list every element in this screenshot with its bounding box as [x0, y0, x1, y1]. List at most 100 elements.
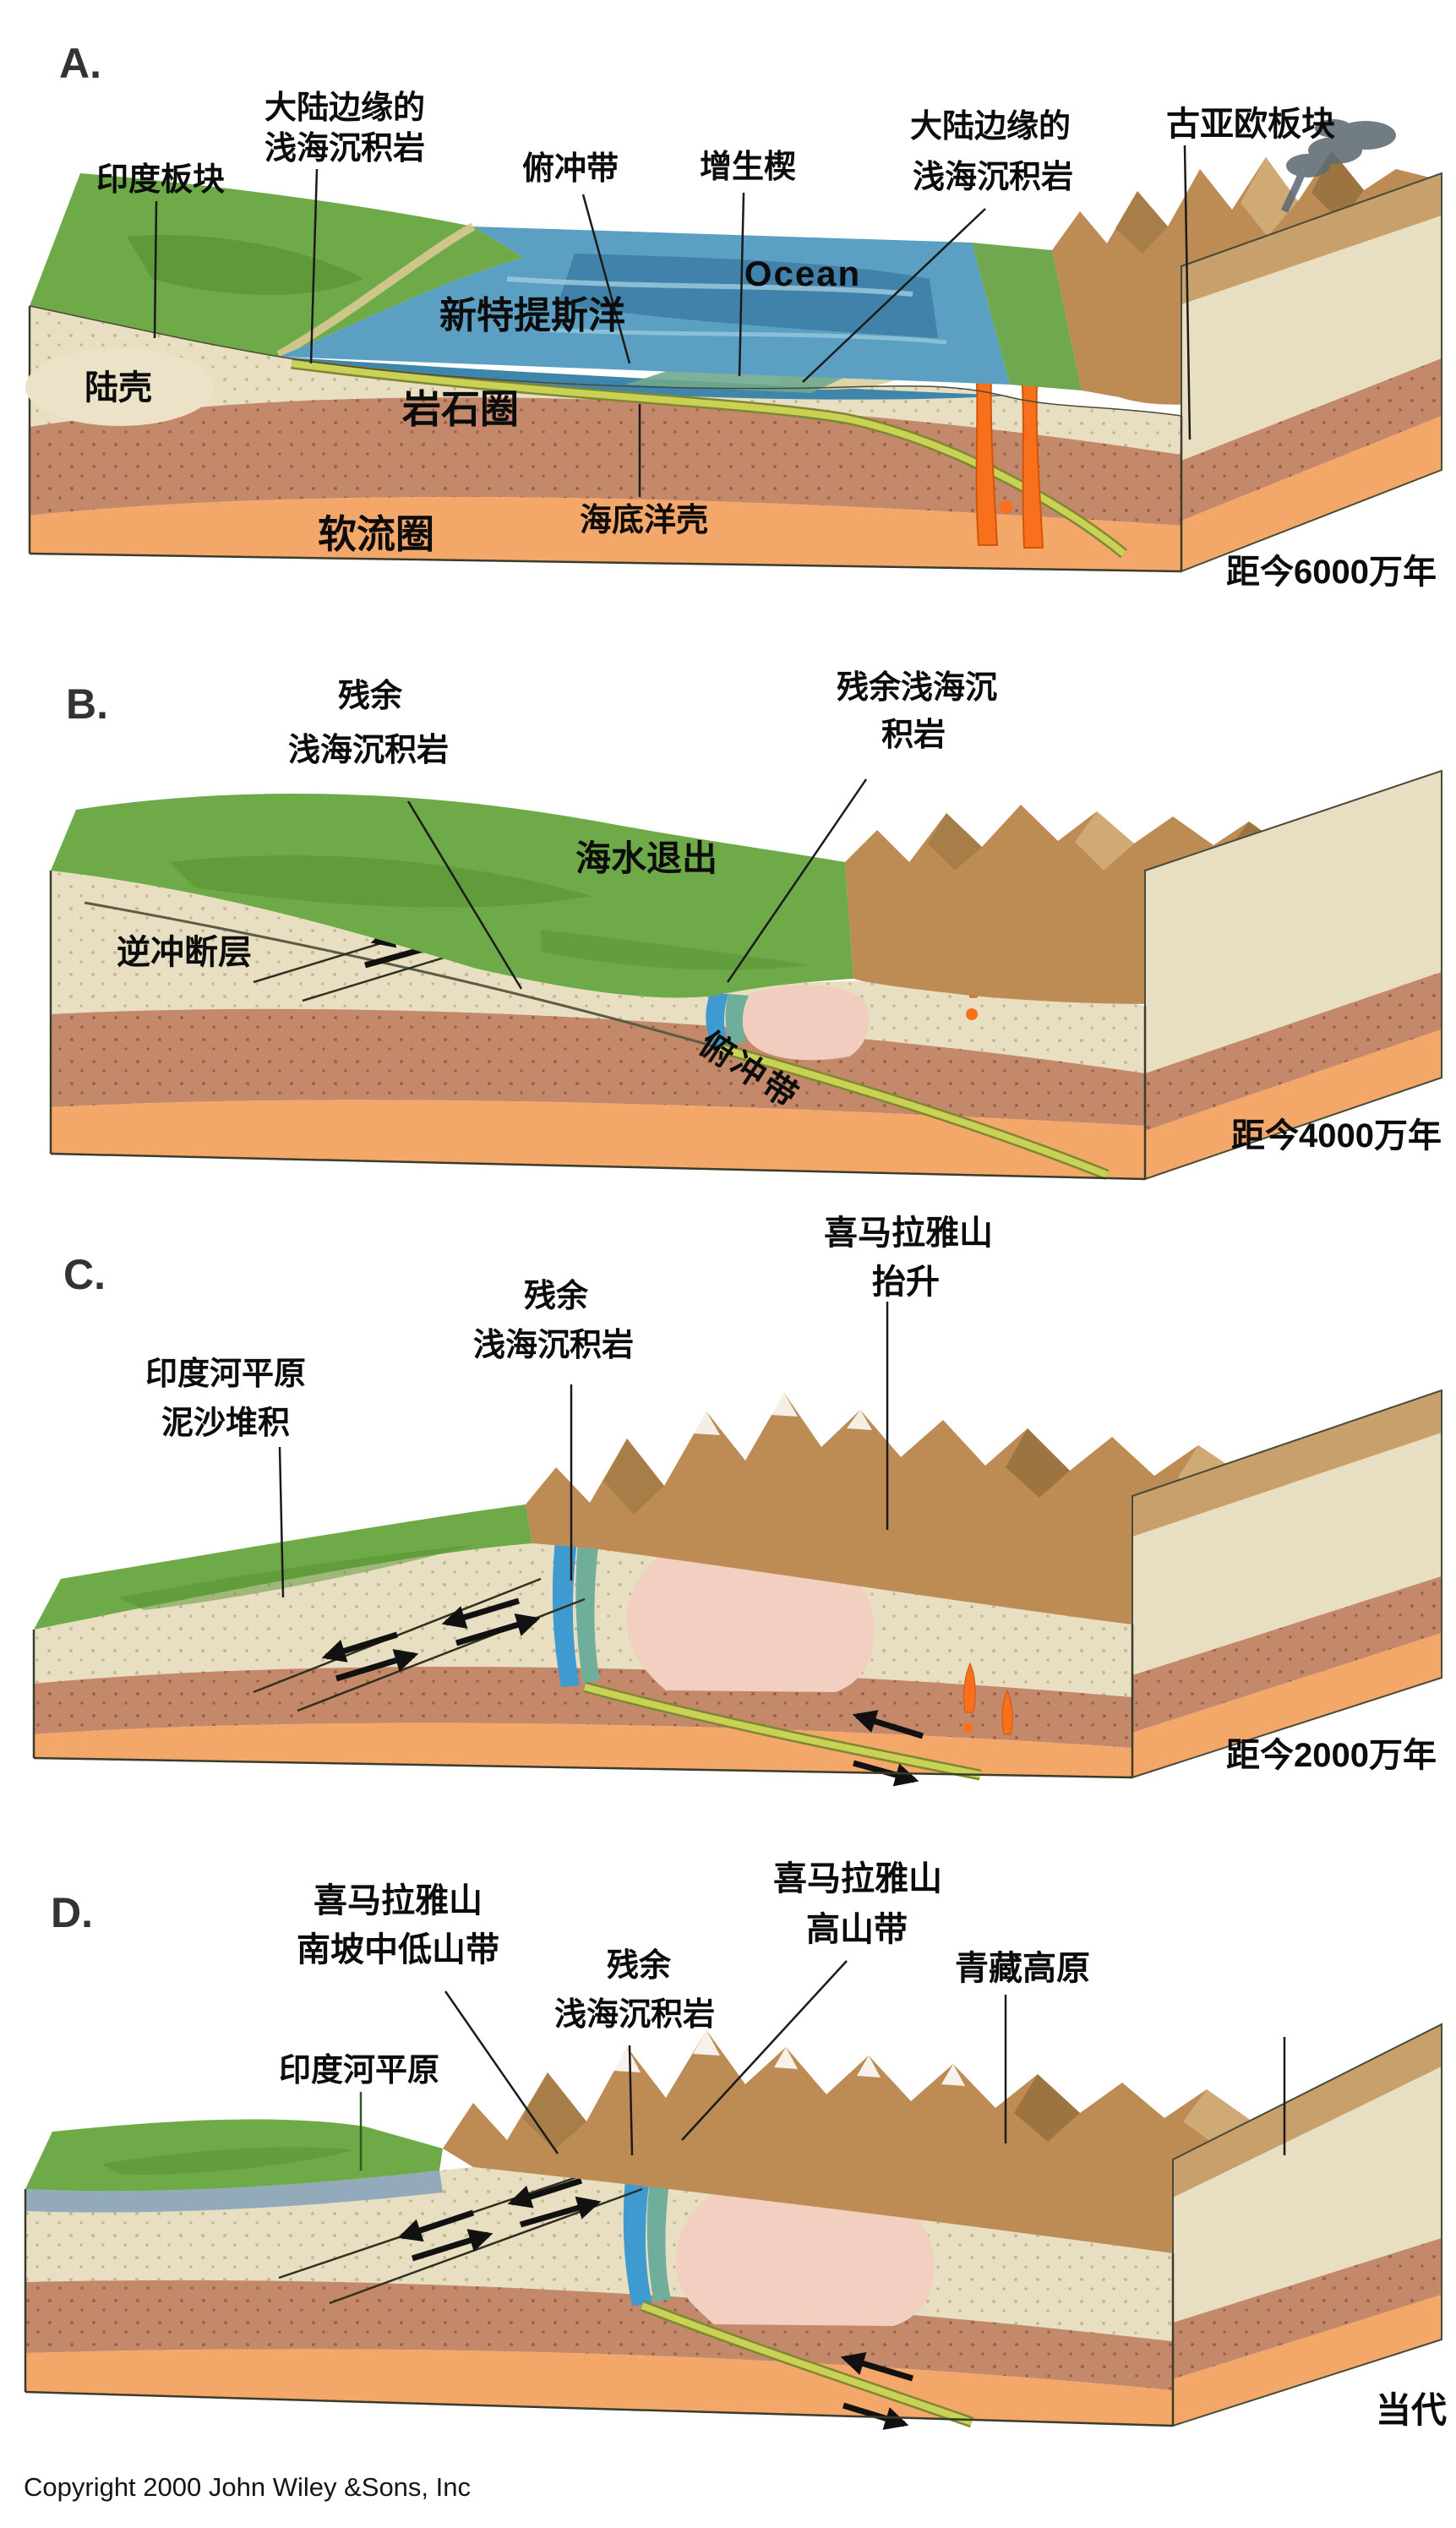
label-sea-retreat: 海水退出 [575, 838, 717, 878]
mountain-facet [603, 1439, 664, 1515]
mountain-facet [1115, 191, 1168, 254]
panel-letter: D. [51, 1889, 93, 1936]
label-himalaya-uplift-1: 喜马拉雅山 [824, 1215, 993, 1252]
label-indus-plain: 印度河平原 [279, 2053, 439, 2088]
leader-line [153, 200, 158, 339]
label-himalaya-uplift-2: 抬升 [872, 1264, 940, 1301]
residual-sea-wedge [706, 994, 730, 1050]
label-seafloor-oceanic-crust: 海底洋壳 [580, 503, 708, 538]
label-residual-sediment-2: 浅海沉积岩 [554, 1997, 715, 2033]
fault-arrow [520, 2196, 602, 2228]
snow-cap [693, 1411, 720, 1435]
side-asthenosphere [1181, 416, 1442, 571]
leader-line [1183, 145, 1192, 440]
ocean-wave-streak [506, 276, 913, 297]
side-crust [1132, 1390, 1442, 1675]
label-himalaya-high-1: 喜马拉雅山 [773, 1860, 942, 1897]
indus-plain-shade [101, 2147, 355, 2175]
mountain-facet [1006, 1428, 1070, 1498]
block-d-right-face [1172, 2023, 1442, 2427]
side-asthenosphere [1132, 1633, 1442, 1777]
label-continental-crust: 陆壳 [85, 369, 152, 407]
label-thrust-fault: 逆冲断层 [117, 934, 252, 971]
magma-blob [1001, 1689, 1013, 1735]
label-accretionary-wedge: 增生楔 [700, 150, 796, 185]
label-residual-sediment-right-2: 积岩 [881, 718, 946, 753]
volcanic-arc-strip [972, 243, 1082, 390]
label-margin-sediment-right-1: 大陆边缘的 [910, 109, 1071, 145]
fault-arrow [441, 1597, 521, 1629]
volcano-smoke-icon [1280, 119, 1396, 213]
fault-arrow [321, 1631, 399, 1663]
mountain-facet [928, 813, 982, 871]
block-d-outlines [24, 2189, 1175, 2427]
time-label: 距今4000万年 [1231, 1117, 1442, 1155]
leader-line [802, 208, 986, 383]
oceanic-slab [640, 2300, 974, 2430]
block-c-outlines [32, 1624, 1134, 1779]
side-asthenosphere [1173, 2295, 1442, 2426]
label-asthenosphere: 软流圈 [318, 512, 434, 556]
snow-cap [847, 1410, 872, 1430]
side-asthenosphere [1145, 1029, 1442, 1179]
leader-line [406, 800, 523, 990]
fault-arrow [507, 2177, 583, 2209]
mountain-facet [522, 2072, 586, 2150]
label-residual-sediment-2: 浅海沉积岩 [473, 1328, 634, 1363]
label-margin-sediment-left-2: 浅海沉积岩 [264, 131, 425, 167]
magma-blob [962, 1662, 976, 1713]
side-outline [1172, 2023, 1442, 2427]
fault-arrow [840, 2352, 914, 2382]
residual-sea-wedge-teal [575, 1510, 602, 1684]
label-residual-sediment-right-1: 残余浅海沉 [837, 669, 997, 706]
mountain-facet [1241, 157, 1298, 237]
residual-sea-wedge [623, 2147, 654, 2306]
fault-arrow [455, 1613, 541, 1646]
lithosphere-layer [25, 2280, 1173, 2390]
crust-layer [51, 871, 1145, 1073]
side-mountain-sliver [1132, 1390, 1442, 1537]
copyright-text: Copyright 2000 John Wiley &Sons, Inc [24, 2472, 471, 2502]
label-india-plate: 印度板块 [96, 162, 225, 198]
gray-blue-sediment-band [25, 2170, 443, 2213]
magma-blob [999, 500, 1012, 514]
label-indus-plain-1: 印度河平原 [145, 1357, 306, 1392]
snow-cap [771, 1393, 798, 1417]
leader-line [278, 1446, 285, 1598]
green-hills-shade [169, 855, 592, 908]
snow-cap [613, 2047, 641, 2072]
label-paleo-eurasian-plate: 古亚欧板块 [1166, 106, 1335, 143]
oceanic-slab [84, 901, 1110, 1181]
block-b-right-face [1144, 769, 1442, 1181]
crust-blob [25, 348, 215, 426]
side-outline [1132, 1389, 1442, 1779]
magma-blob [963, 1723, 973, 1733]
decollement-line [84, 901, 721, 1050]
fault-arrow [397, 2209, 475, 2242]
india-land-shade [127, 235, 363, 295]
residual-sea-wedge-teal [725, 994, 749, 1045]
panel-a: A. 印度板块 大陆边缘的 浅海沉积岩 俯冲带 增生楔 大陆边缘的 浅海沉积岩 … [25, 40, 1442, 591]
thrust-faults [278, 2158, 643, 2305]
label-margin-sediment-left-1: 大陆边缘的 [264, 90, 425, 126]
side-outline [1181, 172, 1442, 573]
side-lithosphere [1181, 358, 1442, 521]
label-lithosphere: 岩石圈 [402, 387, 519, 431]
fault-arrow [853, 1760, 919, 1787]
pink-root-patch [739, 985, 870, 1061]
fault-arrow [842, 2402, 909, 2430]
panel-d: D. 喜马拉雅山 南坡中低山带 残余 浅海沉积岩 喜马拉雅山 高山带 青藏高原 … [24, 1860, 1447, 2430]
snow-cap [693, 2030, 720, 2056]
panel-d-labels: D. 喜马拉雅山 南坡中低山带 残余 浅海沉积岩 喜马拉雅山 高山带 青藏高原 … [51, 1860, 1447, 2430]
beach-strip [276, 222, 476, 359]
label-residual-sediment-1: 残余 [524, 1278, 589, 1314]
side-mountain-sliver [1173, 2024, 1442, 2198]
snow-cap [941, 2064, 965, 2086]
label-residual-sediment-2: 浅海沉积岩 [288, 733, 449, 768]
ocean-deep-patch [558, 254, 938, 338]
label-residual-sediment-1: 残余 [338, 678, 403, 714]
leader-line [309, 168, 319, 364]
fault-arrow [411, 2229, 494, 2262]
magma-plumes [962, 1662, 1013, 1735]
